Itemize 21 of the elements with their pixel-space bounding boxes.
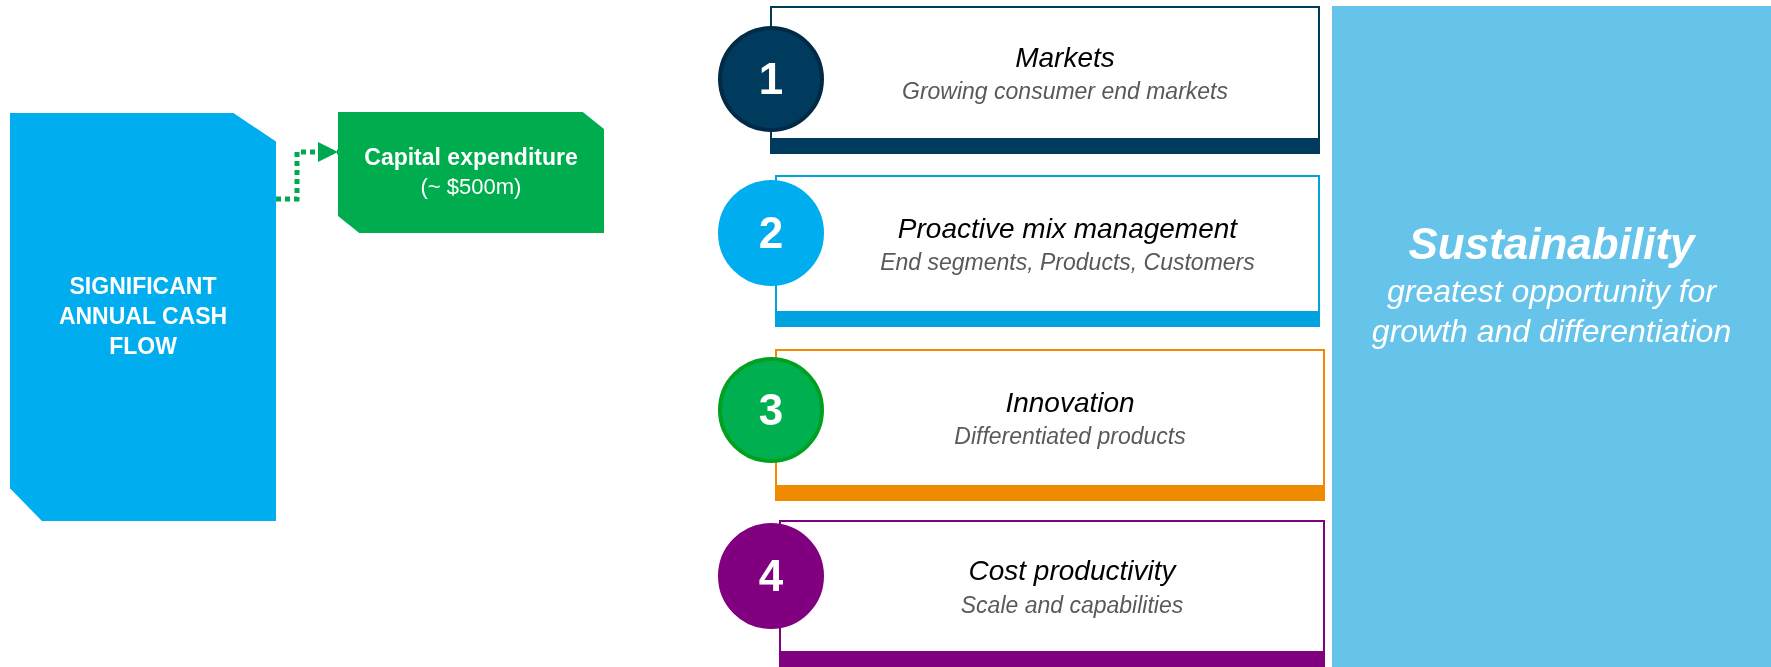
pillar-heading: Markets xyxy=(1015,40,1115,75)
expenditure-box xyxy=(338,112,604,233)
pillar-heading: Proactive mix management xyxy=(897,211,1238,246)
pillar-heading: Innovation xyxy=(1005,385,1135,420)
pillar-number: 4 xyxy=(758,551,784,601)
panel-heading: Sustainability xyxy=(1408,218,1695,270)
pillar-description: Growing consumer end markets xyxy=(902,77,1228,107)
box-value: (~ $500m) xyxy=(420,173,522,202)
pillar-heading: Cost productivity xyxy=(968,554,1176,589)
cash-flow-box xyxy=(10,113,276,521)
box-title: SIGNIFICANT ANNUAL CASH FLOW xyxy=(57,272,229,361)
pillar-description: Scale and capabilities xyxy=(960,590,1184,620)
panel-description: greatest opportunity for growth and differentiation xyxy=(1370,272,1733,351)
pillar-number: 1 xyxy=(758,54,784,104)
pillar-description: End segments, Products, Customers xyxy=(880,248,1255,278)
pillar-number: 2 xyxy=(758,208,784,258)
sustainability-panel xyxy=(1332,6,1771,667)
box-title: Capital expenditure xyxy=(364,143,578,173)
pillar-description: Differentiated products xyxy=(954,422,1186,452)
arrow xyxy=(276,142,338,202)
pillar-number: 3 xyxy=(758,385,784,435)
